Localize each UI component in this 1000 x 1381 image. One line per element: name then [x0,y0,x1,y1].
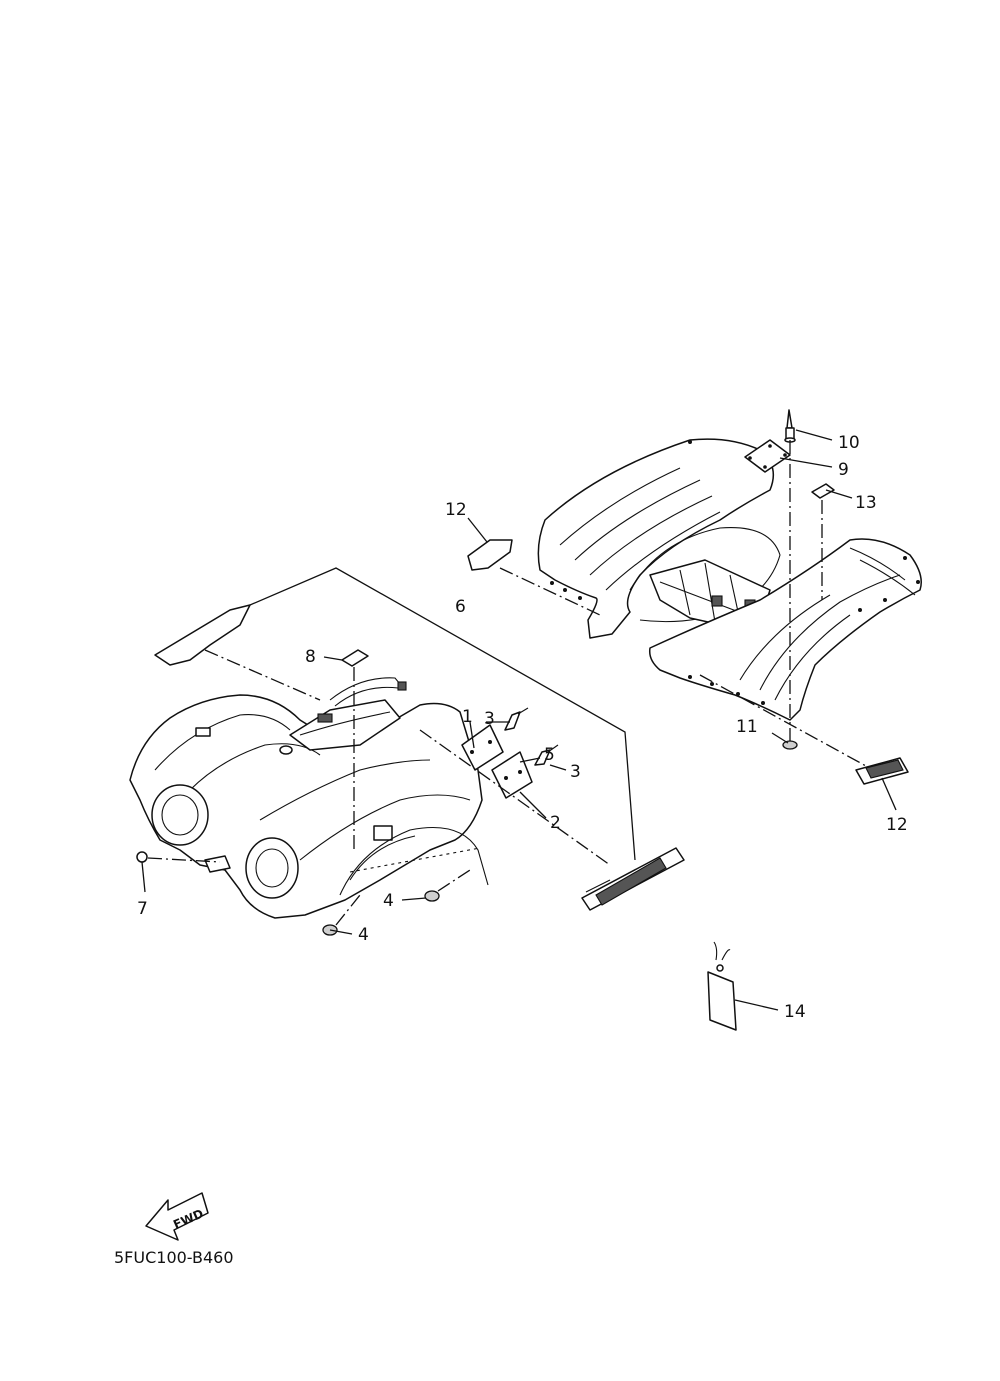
callout-2: 2 [550,813,561,833]
part-7-grommet [136,851,148,863]
part-9-plate [744,439,791,473]
fwd-arrow-icon: FWD [145,1192,209,1241]
callout-11: 11 [736,717,758,737]
rear-fender [537,438,922,721]
part-12-emblem-left [467,539,513,571]
callout-9: 9 [838,460,849,480]
part-13-label [811,483,835,499]
callout-12-right: 12 [886,815,908,835]
callout-14: 14 [784,1002,806,1022]
callout-13: 13 [855,493,877,513]
part-8-label [341,649,369,667]
part-2-plate [491,751,533,799]
part-14-tag [707,941,737,1031]
callout-6: 6 [455,597,466,617]
part-3-rivet-lower [534,744,559,766]
part-1-bracket [461,724,504,771]
part-12-emblem-right [855,757,909,785]
callout-7: 7 [137,899,148,919]
part-3-rivet-upper [504,707,529,731]
part-4-grommet-upper [424,890,440,902]
callout-4-lower: 4 [358,925,369,945]
callout-5: 5 [544,745,555,765]
part-11-grommet [782,740,798,750]
callout-3-lower: 3 [570,762,581,782]
callout-leaders [141,429,897,1011]
part-6-pad [154,604,251,666]
callout-12-left: 12 [445,500,467,520]
front-fender [129,677,489,919]
diagram-code: 5FUC100-B460 [114,1248,234,1267]
callout-10: 10 [838,433,860,453]
callout-4-upper: 4 [383,891,394,911]
callout-8: 8 [305,647,316,667]
part-6-emblem [581,847,685,911]
callout-1: 1 [462,707,473,727]
callout-3-upper: 3 [484,709,495,729]
part-10-rivet [784,409,796,443]
